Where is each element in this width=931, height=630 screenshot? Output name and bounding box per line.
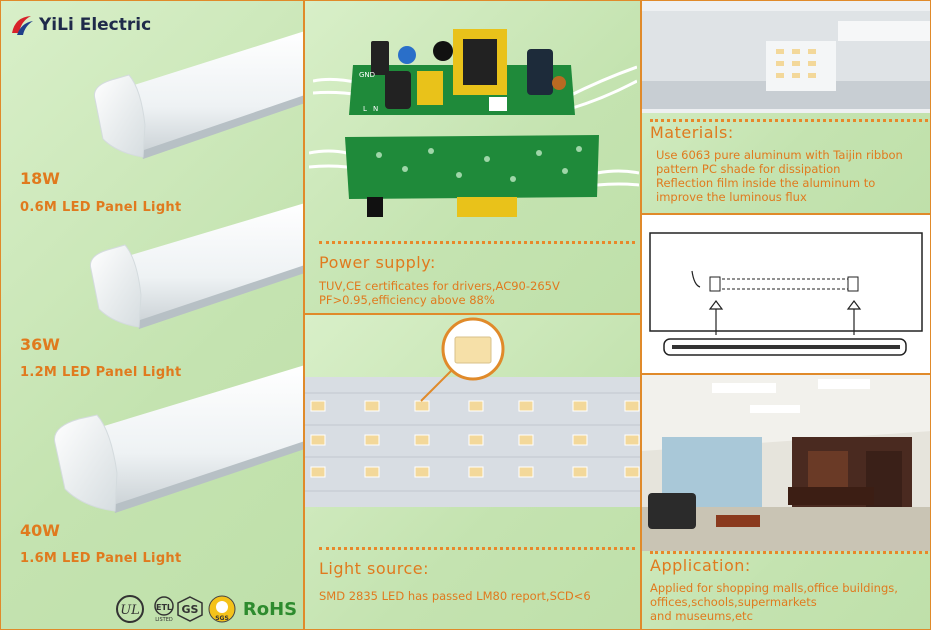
application-line-2: offices,schools,supermarkets [650, 595, 817, 609]
light-source-title: Light source: [319, 559, 430, 578]
rohs-mark-icon: RoHS [242, 598, 298, 620]
cert-etl: ETL LISTED [151, 593, 177, 625]
cert-rohs: RoHS [241, 593, 299, 625]
application-title: Application: [650, 556, 751, 575]
board-label-n: N [373, 105, 378, 113]
yili-logo-icon [12, 16, 33, 35]
product-name-36w: 1.2M LED Panel Light [20, 365, 182, 380]
svg-text:UL: UL [120, 603, 140, 618]
board-label-gnd: GND [359, 71, 375, 79]
power-supply-title: Power supply: [319, 253, 436, 272]
materials-title: Materials: [650, 123, 734, 142]
materials-line-1: Use 6063 pure aluminum with Taijin ribbo… [656, 148, 903, 162]
brand-name: YiLi Electric [39, 15, 152, 35]
installation-diagram-panel [641, 214, 931, 374]
etl-mark-icon: ETL LISTED [154, 596, 174, 623]
cert-gs: GS [177, 593, 203, 625]
svg-text:GS: GS [182, 603, 199, 616]
installation-diagram [649, 232, 923, 356]
driver-board-top-image: GND L N [313, 29, 637, 115]
application-line-1: Applied for shopping malls,office buildi… [650, 581, 898, 595]
application-divider [650, 551, 928, 554]
light-source-divider [319, 547, 635, 550]
driver-board-bottom-image [309, 135, 639, 217]
product-watt-36w: 36W [20, 335, 60, 354]
materials-divider [650, 119, 928, 122]
materials-panel: Materials: Use 6063 pure aluminum with T… [641, 0, 931, 214]
brand: YiLi Electric [9, 13, 151, 37]
product-name-40w: 1.6M LED Panel Light [20, 551, 182, 566]
lamp-image-36w [89, 203, 303, 329]
product-watt-40w: 40W [20, 521, 60, 540]
cert-sgs: SGS [207, 593, 237, 625]
aluminum-profile-image [642, 1, 930, 113]
materials-line-2: pattern PC shade for dissipation [656, 162, 841, 176]
cert-ul: UL [113, 593, 147, 625]
ul-mark-icon: UL [116, 595, 144, 623]
gs-mark-icon: GS [177, 596, 203, 622]
product-name-18w: 0.6M LED Panel Light [20, 200, 182, 215]
power-supply-line-2: PF>0.95,efficiency above 88% [319, 293, 495, 307]
lamp-image-40w [54, 365, 303, 513]
office-interior-image [642, 375, 930, 551]
power-supply-line-1: TUV,CE certificates for drivers,AC90-265… [319, 279, 560, 293]
materials-line-3: Reflection film inside the aluminum to [656, 176, 876, 190]
svg-text:LISTED: LISTED [155, 617, 173, 623]
application-panel: Application: Applied for shopping malls,… [641, 374, 931, 630]
svg-text:SGS: SGS [215, 615, 229, 622]
sgs-mark-icon: SGS [208, 595, 236, 623]
product-watt-18w: 18W [20, 169, 60, 188]
lamp-image-18w [93, 31, 303, 159]
light-source-line-1: SMD 2835 LED has passed LM80 report,SCD<… [319, 589, 591, 603]
power-supply-panel: GND L N Power supply: TUV,CE certificate… [304, 0, 641, 314]
application-line-3: and museums,etc [650, 609, 753, 623]
materials-line-4: improve the luminous flux [656, 190, 807, 204]
svg-text:ETL: ETL [156, 603, 172, 612]
led-strip-image [305, 317, 640, 507]
power-supply-divider [319, 241, 635, 244]
board-label-l: L [363, 105, 367, 113]
products-panel: YiLi Electric 18W 0.6M LED Panel Light 3… [0, 0, 304, 630]
light-source-panel: Light source: SMD 2835 LED has passed LM… [304, 314, 641, 630]
